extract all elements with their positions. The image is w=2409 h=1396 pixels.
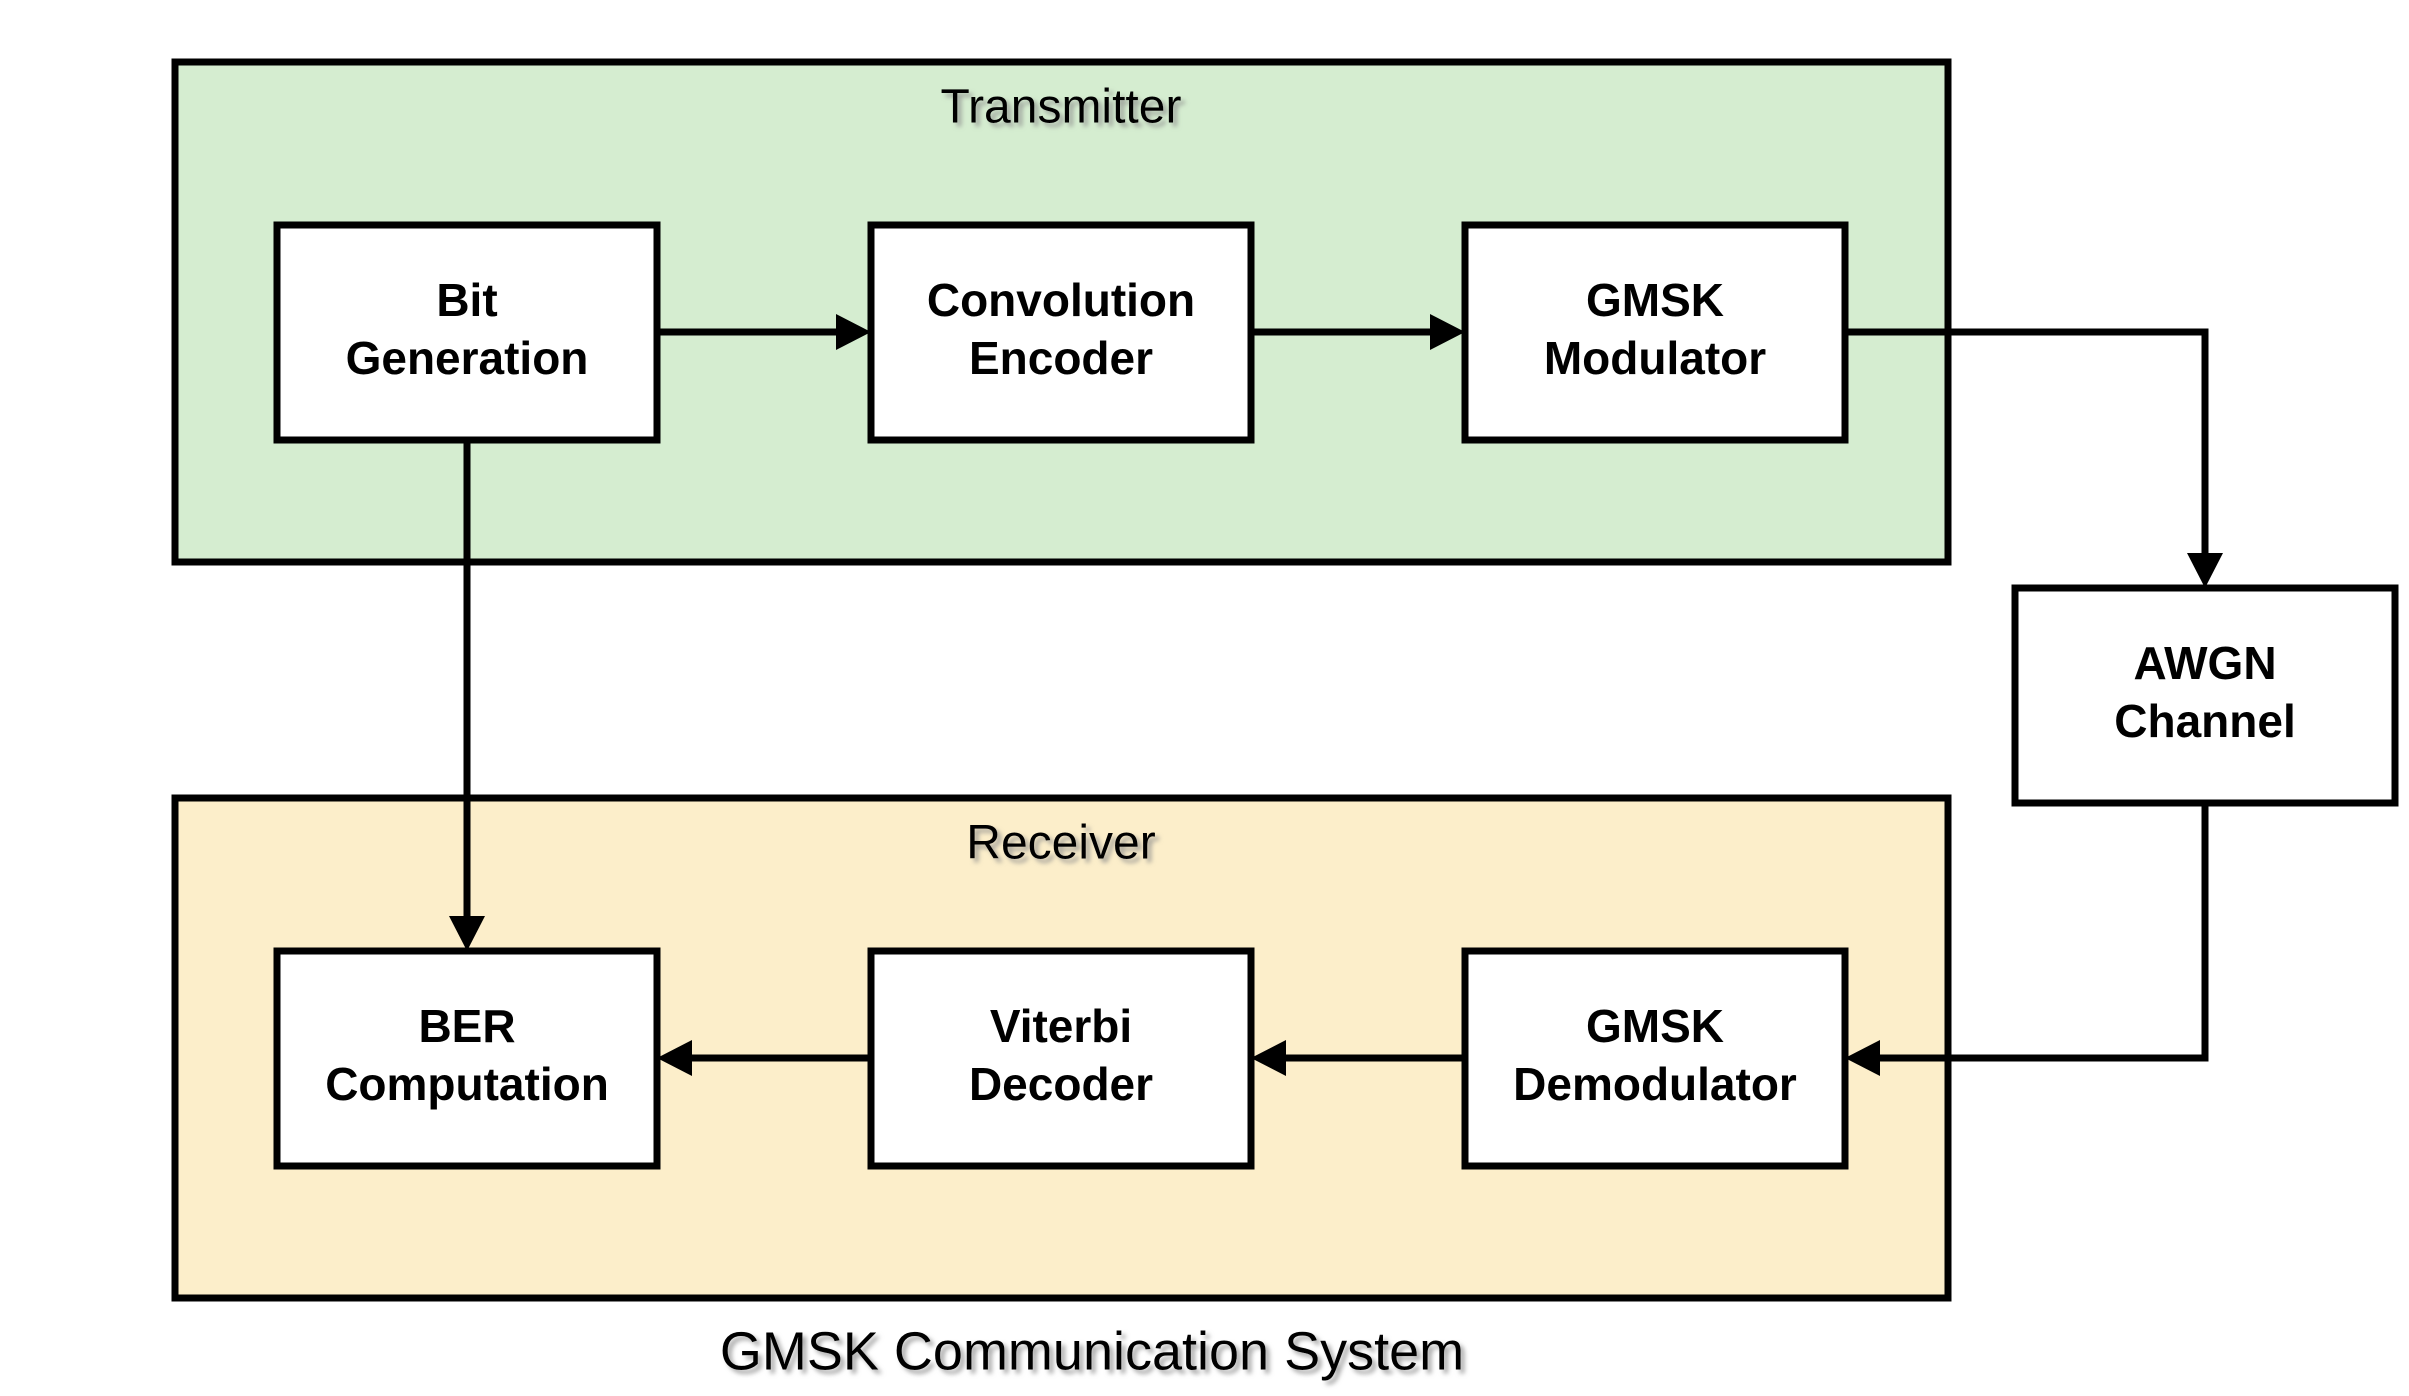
gmsk-demodulator-label-line2: Demodulator	[1513, 1058, 1797, 1110]
arrow-head-right	[836, 314, 871, 350]
block-awgn-channel[interactable]: AWGN Channel	[2011, 584, 2399, 807]
awgn-channel-label-line2: Channel	[2114, 695, 2295, 747]
connection-bitgen-to-ber	[449, 440, 485, 951]
arrow-head-left	[1845, 1040, 1880, 1076]
arrow-head-right	[1430, 314, 1465, 350]
gmsk-modulator-rect[interactable]	[1461, 221, 1849, 444]
viterbi-decoder-label-line1: Viterbi	[990, 1000, 1132, 1052]
connection-awgn-to-demodulator	[1845, 803, 2209, 1076]
arrow-head-down	[2187, 553, 2223, 588]
connection-bitgen-to-encoder	[657, 314, 871, 350]
gmsk-modulator-label-line1: GMSK	[1586, 274, 1724, 326]
block-ber-computation[interactable]: BER Computation	[273, 947, 661, 1170]
convolution-encoder-label-line2: Encoder	[969, 332, 1153, 384]
connection-demodulator-to-viterbi	[1251, 1040, 1465, 1076]
arrow-head-left	[657, 1040, 692, 1076]
viterbi-decoder-rect[interactable]	[867, 947, 1255, 1170]
ber-computation-rect[interactable]	[273, 947, 661, 1170]
bit-generation-rect[interactable]	[273, 221, 661, 444]
arrow-head-left	[1251, 1040, 1286, 1076]
viterbi-decoder-label-line2: Decoder	[969, 1058, 1153, 1110]
convolution-encoder-label-line1: Convolution	[927, 274, 1195, 326]
ber-computation-label-line2: Computation	[325, 1058, 609, 1110]
block-gmsk-demodulator[interactable]: GMSK Demodulator	[1461, 947, 1849, 1170]
convolution-encoder-rect[interactable]	[867, 221, 1255, 444]
gmsk-demodulator-rect[interactable]	[1461, 947, 1849, 1170]
awgn-channel-rect[interactable]	[2011, 584, 2399, 807]
awgn-channel-label-line1: AWGN	[2133, 637, 2276, 689]
block-gmsk-modulator[interactable]: GMSK Modulator	[1461, 221, 1849, 444]
block-viterbi-decoder[interactable]: Viterbi Decoder	[867, 947, 1255, 1170]
connector-line	[1845, 328, 2209, 562]
block-convolution-encoder[interactable]: Convolution Encoder	[867, 221, 1255, 444]
block-bit-generation[interactable]: Bit Generation	[273, 221, 661, 444]
connection-encoder-to-modulator	[1251, 314, 1465, 350]
figure-caption: GMSK Communication System	[720, 1321, 1464, 1381]
connector-line	[1871, 803, 2209, 1062]
arrow-head-down	[449, 916, 485, 951]
bit-generation-label-line1: Bit	[436, 274, 497, 326]
transmitter-panel-title: Transmitter	[941, 81, 1182, 134]
connection-viterbi-to-ber	[657, 1040, 871, 1076]
gmsk-demodulator-label-line1: GMSK	[1586, 1000, 1724, 1052]
ber-computation-label-line1: BER	[418, 1000, 515, 1052]
receiver-panel-title: Receiver	[966, 817, 1155, 870]
bit-generation-label-line2: Generation	[346, 332, 589, 384]
gmsk-modulator-label-line2: Modulator	[1544, 332, 1766, 384]
connection-modulator-to-awgn	[1845, 328, 2223, 588]
